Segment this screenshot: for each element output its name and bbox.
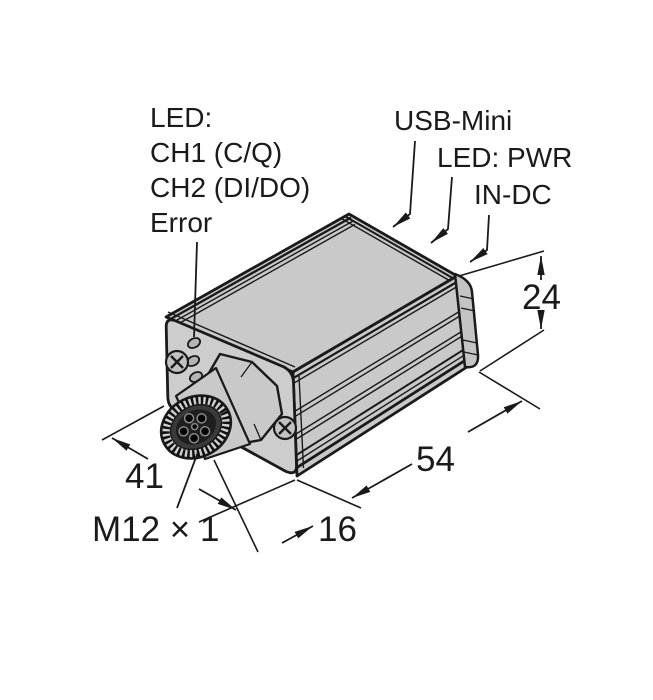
- dimension-protrusion-16: [213, 459, 314, 553]
- label-usb-mini: USB-Mini: [394, 105, 512, 136]
- edge-groove: [171, 223, 356, 329]
- rib-line: [292, 280, 459, 380]
- edge-groove: [344, 215, 454, 280]
- drawing-labels: LED: CH1 (C/Q) CH2 (DI/DO) Error USB-Min…: [92, 102, 572, 549]
- label-led: LED:: [150, 102, 212, 133]
- edge-groove: [167, 311, 296, 368]
- leader-led-pwr: [430, 176, 453, 244]
- device-side-face: [291, 274, 469, 478]
- dim-label-m12: M12 × 1: [92, 510, 219, 549]
- callout-leaders: [176, 140, 490, 509]
- phillips-screw-bottom: [272, 415, 298, 441]
- device-illustration: [159, 212, 480, 478]
- label-error: Error: [150, 207, 212, 238]
- dimension-lines: [101, 250, 545, 553]
- m12-connector: [159, 352, 284, 461]
- rib-line: [293, 285, 459, 385]
- m12-connector-face: [159, 394, 233, 460]
- dim-label-16: 16: [318, 510, 357, 549]
- rib-line: [295, 334, 464, 441]
- dim-label-24: 24: [522, 278, 561, 317]
- label-led-pwr: LED: PWR: [437, 142, 572, 173]
- nut-facet: [253, 423, 262, 441]
- edge-groove: [167, 216, 352, 322]
- rib-line: [294, 310, 462, 413]
- label-ch2: CH2 (DI/DO): [150, 172, 310, 203]
- leader-m12-thread: [176, 451, 199, 509]
- end-cap-groove: [463, 351, 479, 356]
- edge-groove: [340, 217, 450, 282]
- rib-line: [294, 314, 462, 418]
- rib-line: [296, 353, 466, 462]
- leader-usb-mini: [392, 140, 416, 228]
- nut-facet: [240, 361, 253, 378]
- dimension-width-41: [101, 405, 296, 523]
- rib-line: [295, 347, 466, 457]
- dim-label-41: 41: [125, 457, 164, 496]
- led-ch1: [186, 337, 202, 349]
- leader-in-dc: [469, 214, 490, 263]
- dimension-height-24: [458, 250, 545, 372]
- end-cap-groove: [462, 339, 478, 344]
- dim-label-54: 54: [416, 440, 455, 479]
- end-cap-groove: [460, 307, 476, 312]
- plate-seam: [298, 375, 305, 469]
- rib-line: [295, 358, 467, 469]
- rib-line: [295, 330, 464, 435]
- phillips-screw-top: [164, 349, 190, 375]
- device-end-cap: [453, 272, 480, 369]
- edge-groove: [169, 220, 354, 325]
- m12-pin-sockets: [178, 412, 211, 444]
- dimension-length-54: [296, 371, 541, 509]
- end-cap-groove: [459, 295, 475, 300]
- leader-error-leds: [193, 241, 198, 338]
- label-in-dc: IN-DC: [474, 179, 552, 210]
- led-indicators: [185, 337, 204, 383]
- label-ch1: CH1 (C/Q): [150, 137, 282, 168]
